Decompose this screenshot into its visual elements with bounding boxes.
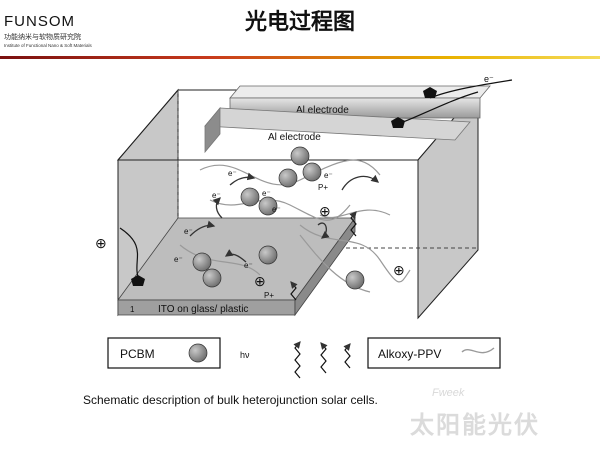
pcbm-ball bbox=[192, 252, 212, 272]
pcbm-ball bbox=[278, 168, 298, 188]
bulk-heterojunction-diagram: ITO on glass/ plastic 1 Al electrode Al … bbox=[95, 74, 513, 379]
slide-header: FUNSOM 功能纳米与软物质研究院 Institute of Function… bbox=[0, 0, 600, 60]
pcbm-ball bbox=[258, 245, 278, 265]
legend-ppv: Alkoxy-PPV bbox=[367, 337, 501, 369]
electron-label: e⁻ bbox=[244, 261, 253, 270]
contact-left bbox=[131, 275, 145, 286]
watermark-brand: 太阳能光伏 bbox=[410, 411, 540, 439]
logo-name: FUNSOM bbox=[4, 13, 75, 30]
legend-pcbm-label: PCBM bbox=[120, 347, 155, 361]
pcbm-ball bbox=[302, 162, 322, 182]
ito-label: ITO on glass/ plastic bbox=[158, 304, 248, 315]
ito-layer: ITO on glass/ plastic 1 bbox=[117, 216, 356, 317]
strand bbox=[299, 234, 371, 293]
plus-sign: ⊕ bbox=[95, 235, 107, 251]
al-electrode-bar: Al electrode bbox=[204, 106, 471, 154]
pcbm-ball bbox=[258, 196, 278, 216]
watermark: Fweek 太阳能光伏 bbox=[410, 385, 600, 445]
funsom-logo: FUNSOM 功能纳米与软物质研究院 Institute of Function… bbox=[4, 13, 124, 49]
electron-label: e⁻ bbox=[212, 191, 221, 200]
contact-top bbox=[423, 87, 437, 98]
pcbm-ball bbox=[290, 146, 310, 166]
electron-arrow bbox=[224, 249, 247, 263]
charge-arrows bbox=[189, 172, 379, 263]
layer-number: 1 bbox=[130, 305, 135, 314]
watermark-small: Fweek bbox=[432, 387, 465, 399]
electron-arrow bbox=[229, 172, 256, 186]
electron-label: e⁻ bbox=[174, 255, 183, 264]
plus-sign: ⊕ bbox=[254, 273, 266, 289]
light-wave bbox=[293, 341, 301, 379]
hole-arrow bbox=[317, 222, 330, 239]
light-label: hν bbox=[240, 350, 250, 360]
slide-title: 光电过程图 bbox=[244, 10, 355, 35]
strand bbox=[199, 159, 381, 186]
electron-arrow bbox=[189, 220, 216, 237]
electron-label: e⁻ bbox=[272, 205, 281, 214]
electron-label: e⁻ bbox=[324, 171, 333, 180]
plus-signs: ⊕ ⊕ ⊕ ⊕ bbox=[95, 203, 405, 289]
electron-arrow bbox=[212, 197, 223, 219]
electron-out-label: e⁻ bbox=[484, 74, 494, 84]
pcbm-ball bbox=[240, 187, 260, 207]
legend-pcbm-ball bbox=[188, 343, 208, 363]
plus-sign: ⊕ bbox=[393, 262, 405, 278]
top-electrode-label: Al electrode bbox=[296, 105, 349, 116]
electron-label: e⁻ bbox=[262, 189, 271, 198]
hole-label: P+ bbox=[264, 291, 274, 300]
figure-caption: Schematic description of bulk heterojunc… bbox=[83, 393, 378, 407]
electrode-label: Al electrode bbox=[268, 132, 321, 143]
legend-ppv-box bbox=[367, 337, 501, 369]
light-waves bbox=[290, 211, 357, 379]
light-wave bbox=[320, 342, 328, 374]
contact-pentagons bbox=[131, 87, 437, 286]
electron-label: e⁻ bbox=[228, 169, 237, 178]
electrode-bar-front bbox=[204, 106, 221, 154]
light-wave bbox=[343, 343, 351, 369]
pcbm-ball bbox=[345, 270, 365, 290]
pcbm-ball bbox=[202, 268, 222, 288]
legend-ppv-label: Alkoxy-PPV bbox=[378, 347, 441, 361]
pcbm-particles bbox=[192, 146, 365, 290]
charge-labels: e⁻ e⁻ e⁻ e⁻ e⁻ e⁻ e⁻ e⁻ P+ P+ bbox=[174, 169, 333, 300]
legend-ppv-strand bbox=[461, 347, 495, 354]
electron-label: e⁻ bbox=[184, 227, 193, 236]
plus-sign: ⊕ bbox=[319, 203, 331, 219]
contact-right bbox=[391, 117, 405, 128]
light-wave bbox=[290, 281, 298, 301]
hole-label: P+ bbox=[318, 183, 328, 192]
hole-arrow bbox=[341, 174, 379, 191]
ito-side-face bbox=[294, 216, 356, 317]
logo-en-name: Institute of Functional Nano & Soft Mate… bbox=[4, 43, 92, 48]
legend-pcbm: PCBM bbox=[107, 337, 221, 369]
logo-cn-name: 功能纳米与软物质研究院 bbox=[4, 33, 81, 41]
strand bbox=[179, 244, 261, 276]
header-divider bbox=[0, 56, 600, 59]
strand bbox=[209, 199, 351, 221]
wire-top bbox=[429, 79, 513, 99]
light-wave bbox=[349, 211, 357, 237]
